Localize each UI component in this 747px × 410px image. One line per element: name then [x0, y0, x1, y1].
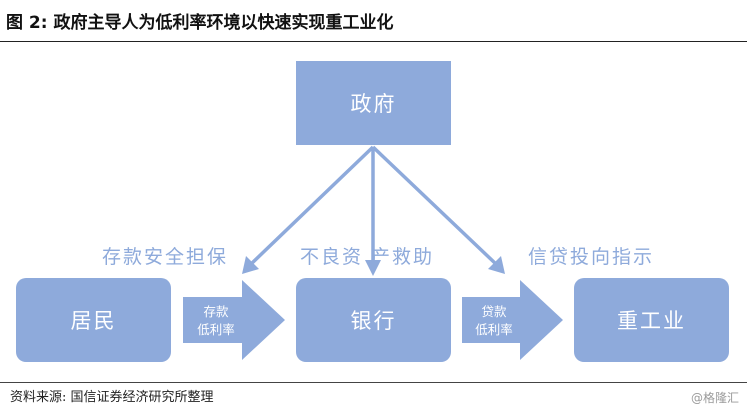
arrow-gov-to-residents [248, 145, 375, 267]
figure-title: 图 2: 政府主导人为低利率环境以快速实现重工业化 [6, 13, 394, 33]
edge-label-credit-direction: 信贷投向指示 [528, 246, 655, 268]
arrow-gov-to-heavy [371, 145, 499, 267]
flow-label-loan-line1: 贷款 [481, 304, 507, 319]
arrowhead-heavy [488, 256, 505, 274]
node-residents: 居民 [16, 278, 171, 362]
edge-label-bad-asset-rescue: 不良资 产救助 [300, 246, 435, 268]
flow-label-deposit: 存款 低利率 [188, 303, 244, 339]
title-divider [0, 41, 747, 42]
source-note: 资料来源: 国信证券经济研究所整理 [10, 390, 214, 405]
footer-divider [0, 382, 747, 383]
edge-label-deposit-guarantee: 存款安全担保 [102, 246, 229, 268]
flow-label-loan: 贷款 低利率 [466, 303, 522, 339]
node-heavy-industry: 重工业 [574, 278, 729, 362]
arrowhead-residents [242, 256, 259, 274]
flow-label-deposit-line2: 低利率 [197, 322, 235, 337]
watermark: @格隆汇 [690, 391, 739, 405]
block-arrow-banks-to-heavy [462, 280, 563, 360]
node-government: 政府 [296, 61, 451, 145]
arrowhead-banks [365, 260, 381, 276]
node-banks: 银行 [296, 278, 451, 362]
flow-label-deposit-line1: 存款 [203, 304, 229, 319]
flow-label-loan-line2: 低利率 [475, 322, 513, 337]
block-arrow-residents-to-banks [183, 280, 285, 360]
